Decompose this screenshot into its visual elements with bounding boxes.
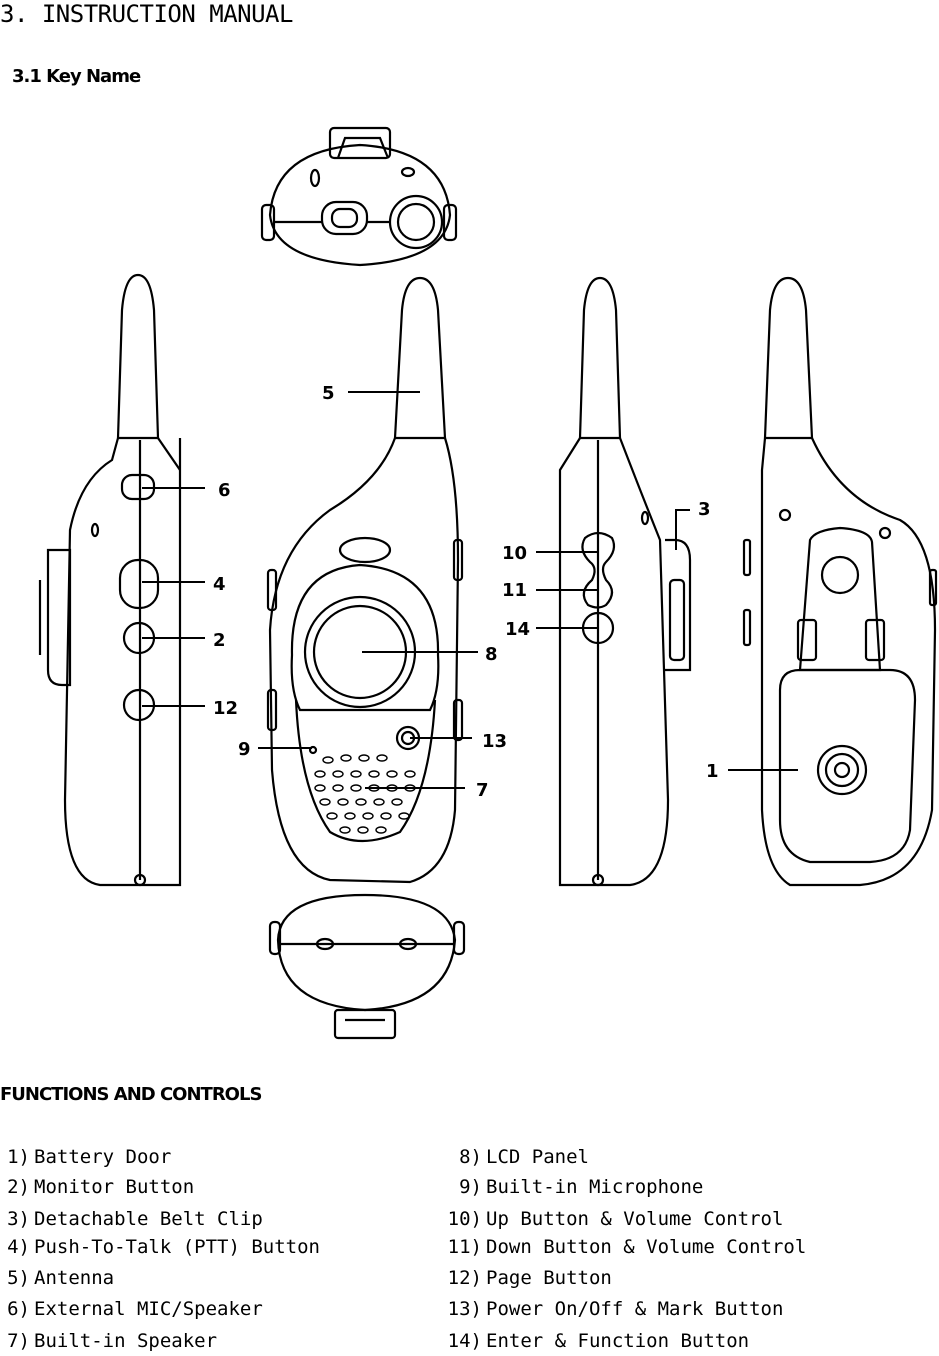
list-item: 14)Enter & Function Button — [447, 1330, 750, 1352]
callout-7: 7 — [476, 780, 489, 801]
callout-14: 14 — [505, 619, 530, 640]
callout-lines — [142, 391, 798, 789]
functions-list: 1)Battery Door 2)Monitor Button 3)Detach… — [0, 1148, 939, 1356]
callout-6: 6 — [218, 480, 231, 501]
callout-10: 10 — [502, 543, 527, 564]
list-item: 10)Up Button & Volume Control — [447, 1208, 784, 1230]
list-item: 11)Down Button & Volume Control — [447, 1236, 807, 1258]
callout-1: 1 — [706, 761, 719, 782]
list-item: 7)Built-in Speaker — [7, 1330, 218, 1352]
list-item: 3)Detachable Belt Clip — [7, 1208, 263, 1230]
front-view — [266, 276, 464, 884]
list-item: 4)Push-To-Talk (PTT) Button — [7, 1236, 320, 1258]
list-item: 8)LCD Panel — [459, 1146, 589, 1168]
speaker-grille — [314, 754, 416, 834]
callout-8: 8 — [485, 644, 498, 665]
callout-4: 4 — [213, 574, 226, 595]
list-item: 6)External MIC/Speaker — [7, 1298, 263, 1320]
radio-diagram: 5 6 4 2 12 9 8 13 7 10 11 14 3 1 — [0, 110, 939, 1050]
back-view — [742, 276, 938, 887]
bottom-view — [268, 893, 466, 1040]
list-item: 12)Page Button — [447, 1267, 612, 1289]
section-title: 3.1 Key Name — [12, 66, 141, 87]
right-side-view — [558, 276, 692, 887]
callout-5: 5 — [322, 383, 335, 404]
callout-13: 13 — [482, 731, 507, 752]
callout-11: 11 — [502, 580, 527, 601]
callout-3: 3 — [698, 499, 711, 520]
list-item: 2)Monitor Button — [7, 1176, 195, 1198]
page-title: 3. INSTRUCTION MANUAL — [0, 0, 293, 28]
list-item: 1)Battery Door — [7, 1146, 172, 1168]
left-side-view — [38, 273, 182, 887]
list-item: 5)Antenna — [7, 1267, 115, 1289]
callout-numbers: 5 6 4 2 12 9 8 13 7 10 11 14 3 1 — [213, 383, 719, 801]
functions-heading: FUNCTIONS AND CONTROLS — [0, 1084, 262, 1105]
list-item: 9)Built-in Microphone — [459, 1176, 704, 1198]
callout-2: 2 — [213, 630, 226, 651]
list-item: 13)Power On/Off & Mark Button — [447, 1298, 784, 1320]
top-view — [260, 126, 458, 267]
callout-9: 9 — [238, 739, 251, 760]
callout-12: 12 — [213, 698, 238, 719]
